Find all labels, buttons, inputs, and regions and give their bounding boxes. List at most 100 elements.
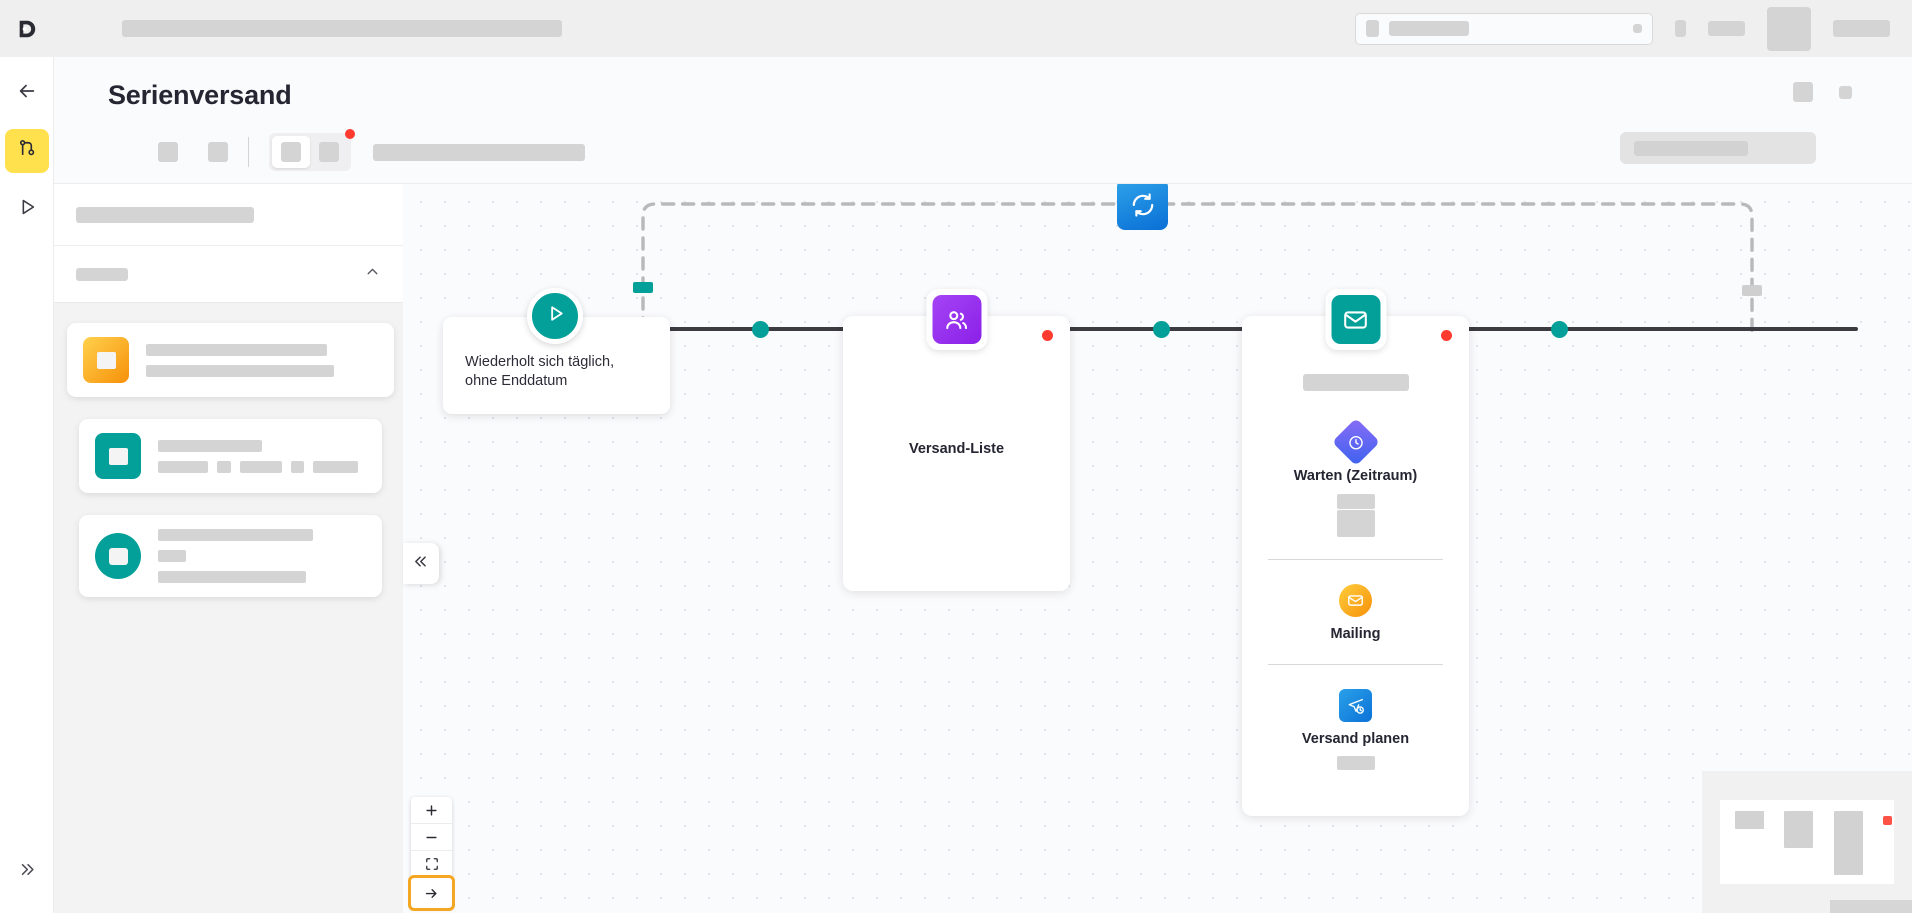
envelope-circle-icon <box>1339 584 1372 617</box>
page-title: Serienversand <box>108 80 292 110</box>
brand-logo-icon[interactable] <box>0 0 54 57</box>
square-icon <box>95 433 141 479</box>
status-badge <box>1441 330 1452 341</box>
step-placeholder-a <box>1336 494 1375 509</box>
minimap-end-node <box>1883 816 1892 825</box>
panel-search-input[interactable] <box>54 184 403 246</box>
toolbar-icon-2[interactable] <box>208 142 228 162</box>
node-badge[interactable] <box>1325 289 1386 350</box>
edge-dot-2[interactable] <box>1153 321 1170 338</box>
skeleton-line <box>146 343 327 356</box>
node-title: Versand-Liste <box>908 441 1005 457</box>
skeleton-line <box>158 529 313 541</box>
skeleton-row <box>158 460 366 473</box>
minimap[interactable] <box>1702 771 1912 913</box>
step-icon-wrap <box>1242 689 1469 722</box>
step-mailing[interactable]: Mailing <box>1242 566 1469 658</box>
skeleton-line <box>158 550 186 562</box>
sidebar-item-workflow[interactable] <box>4 129 49 173</box>
play-triangle-icon <box>544 302 567 330</box>
workflow-canvas[interactable]: Wiederholt sich täglich, ohne Enddatum <box>403 184 1912 913</box>
step-versand-planen[interactable]: Versand planen <box>1242 671 1469 786</box>
rail-expand-button[interactable] <box>5 855 49 889</box>
interactivity-toggle-button[interactable] <box>408 875 455 911</box>
step-title: Warten (Zeitraum) <box>1293 468 1418 484</box>
edge-dot-3[interactable] <box>1551 321 1568 338</box>
tab-view-grid[interactable] <box>272 136 310 168</box>
header-action-button[interactable] <box>1620 132 1816 164</box>
minimap-node <box>1784 811 1813 848</box>
list-item[interactable] <box>79 515 382 597</box>
zoom-out-button[interactable] <box>411 824 452 851</box>
step-warten[interactable]: Warten (Zeitraum) <box>1242 407 1469 553</box>
node-mailing[interactable]: Warten (Zeitraum) Mailing <box>1242 289 1469 816</box>
minimap-node <box>1735 811 1764 829</box>
list-item-lines <box>146 343 378 377</box>
arrow-left-icon <box>16 80 38 107</box>
avatar[interactable] <box>1767 6 1811 51</box>
list-item[interactable] <box>67 323 394 397</box>
search-icon <box>1366 20 1379 37</box>
step-placeholder-b <box>1336 510 1375 537</box>
edge-dot-1[interactable] <box>752 321 769 338</box>
topbar-icon-c[interactable] <box>1833 20 1890 37</box>
tab-view-list[interactable] <box>310 136 348 168</box>
step-title: Versand planen <box>1301 731 1410 747</box>
circle-icon <box>95 533 141 579</box>
panel-card-list <box>54 303 403 913</box>
shortcut-icon <box>1633 24 1642 33</box>
status-badge <box>345 129 355 139</box>
header-icon-b[interactable] <box>1839 85 1852 99</box>
left-panel <box>54 184 403 913</box>
chevron-double-left-icon <box>413 553 430 575</box>
top-bar <box>54 0 1912 57</box>
list-item[interactable] <box>79 419 382 493</box>
view-mode-segmented <box>269 129 355 171</box>
header-action-label <box>1634 140 1748 156</box>
chevron-up-icon <box>364 263 381 285</box>
clock-diamond-icon <box>1331 417 1380 467</box>
paper-plane-clock-icon <box>1339 689 1372 722</box>
sidebar-item-back[interactable] <box>5 71 49 115</box>
zoom-controls <box>408 797 455 911</box>
search-input[interactable] <box>1355 12 1653 45</box>
fit-view-button[interactable] <box>411 851 452 878</box>
play-triangle-icon <box>16 196 38 223</box>
search-placeholder <box>1389 21 1469 36</box>
breadcrumb <box>373 143 585 161</box>
toolbar-divider <box>248 137 249 167</box>
start-card-line2: ohne Enddatum <box>465 373 568 390</box>
start-node[interactable] <box>527 288 583 344</box>
topbar-icon-b[interactable] <box>1708 21 1745 36</box>
step-divider <box>1268 664 1443 665</box>
status-badge <box>1042 330 1053 341</box>
panel-collapse-handle[interactable] <box>403 543 439 584</box>
minimap-node <box>1834 811 1863 875</box>
skeleton-line <box>158 439 262 452</box>
node-body: Warten (Zeitraum) Mailing <box>1242 316 1469 786</box>
envelope-icon <box>1331 295 1380 344</box>
topbar-title-placeholder <box>122 20 562 37</box>
toolbar-icon-1[interactable] <box>158 142 178 162</box>
node-badge[interactable] <box>926 289 987 350</box>
topbar-icon-a[interactable] <box>1675 20 1686 37</box>
list-icon <box>319 142 339 162</box>
skeleton-line <box>158 571 306 583</box>
edge-trunk <box>624 327 1858 331</box>
panel-section-header[interactable] <box>54 246 403 303</box>
refresh-loop-icon[interactable] <box>1117 184 1168 230</box>
node-versand-liste[interactable]: Versand-Liste <box>843 289 1070 591</box>
chevron-double-right-icon <box>17 860 36 884</box>
page-header: Serienversand <box>54 57 1912 184</box>
edge-stub-end <box>1742 285 1762 296</box>
header-toolbar <box>158 129 585 171</box>
grid-icon <box>281 142 301 162</box>
panel-search-placeholder <box>76 206 254 223</box>
zoom-in-button[interactable] <box>411 797 452 824</box>
sidebar-item-run[interactable] <box>5 187 49 231</box>
topbar-right-group <box>1355 6 1890 51</box>
header-icon-a[interactable] <box>1793 82 1813 102</box>
left-rail <box>0 0 54 913</box>
step-title: Mailing <box>1330 626 1381 642</box>
panel-section-label <box>76 267 128 281</box>
